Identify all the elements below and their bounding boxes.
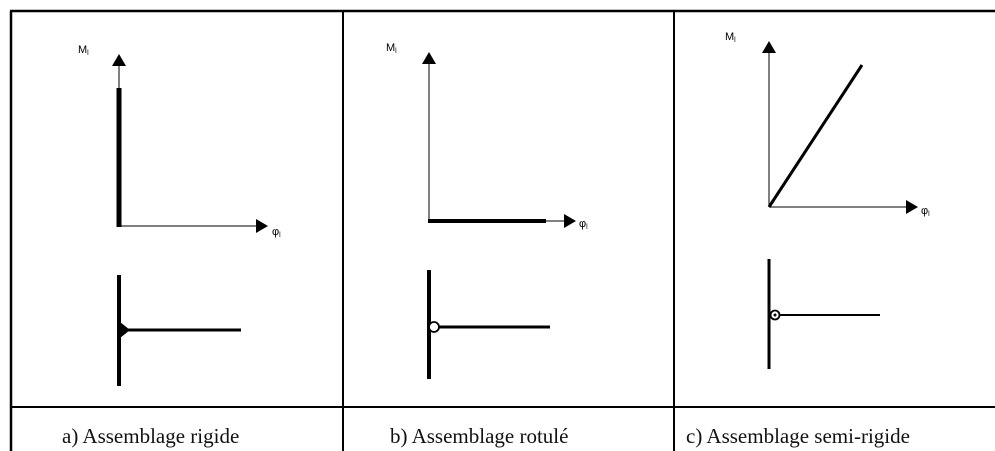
panel-a-y-arrowhead (112, 54, 126, 66)
panel-a-caption: a) Assemblage rigide (62, 424, 240, 448)
panel-b-x-axis-label: φl (579, 218, 588, 231)
panel-b-hinge-circle (428, 321, 440, 333)
panel-a-y-axis-label: Ml (78, 44, 89, 57)
panel-c-x-axis-label: φl (921, 205, 930, 218)
panel-c-y-arrowhead (762, 41, 776, 53)
panel-a-x-arrowhead (256, 219, 268, 233)
panel-b-x-arrowhead (564, 214, 576, 228)
panel-a-x-axis-label: φl (272, 226, 281, 239)
panel-b-graph (422, 52, 576, 379)
panel-b-caption: b) Assemblage rotulé (390, 424, 569, 448)
panel-c-caption: c) Assemblage semi-rigide (686, 424, 910, 448)
panel-c-spring-core (773, 313, 777, 317)
panel-c-y-axis-label: Ml (725, 31, 736, 44)
panel-b-y-axis-label: Ml (386, 42, 397, 55)
panel-c-graph (762, 41, 918, 369)
panel-c-curve-inclined (767, 64, 864, 208)
panel-a-graph (112, 54, 268, 386)
panel-b-y-arrowhead (422, 52, 436, 64)
panel-c-x-arrowhead (906, 200, 918, 214)
panel-a-rigid-joint-triangle (120, 322, 130, 338)
